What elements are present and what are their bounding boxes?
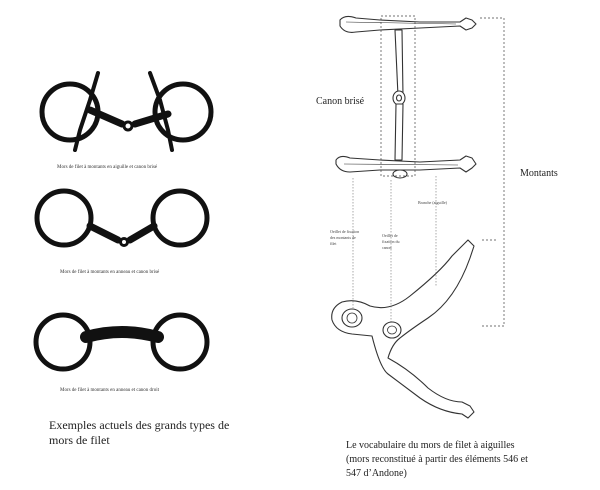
right-caption-line-1: Le vocabulaire du mors de filet à aiguil… (346, 440, 515, 451)
dashed-guides (380, 15, 505, 327)
label-branche: Branche (aiguille) (418, 200, 447, 205)
bit-3-drawing (33, 312, 210, 372)
label-oeillet-canon-3: canon (382, 245, 392, 250)
bit-3-caption: Mors de filet à montants en anneau et ca… (60, 388, 159, 393)
bit-2-drawing (34, 188, 210, 248)
bit-2-caption: Mors de filet à montants en anneau et ca… (60, 270, 160, 275)
bit-1-caption: Mors de filet à montants en aiguille et … (57, 165, 158, 170)
label-oeillet-montants-2: des montants de (330, 235, 356, 240)
right-caption-line-3: 547 d’Andone) (346, 468, 407, 479)
label-oeillet-canon-2: fixation du (382, 239, 400, 244)
andone-bit-drawing (331, 15, 477, 419)
label-oeillet-canon-1: Oeillet de (382, 233, 398, 238)
left-title-line-2: mors de filet (49, 433, 110, 447)
leader-lines (352, 176, 437, 322)
right-caption-line-2: (mors reconstitué à partir des éléments … (346, 454, 528, 465)
bit-1-drawing (39, 71, 214, 152)
label-montants: Montants (520, 168, 558, 179)
label-oeillet-montants-1: Oeillet de fixation (330, 229, 360, 234)
left-title-line-1: Exemples actuels des grands types de (49, 418, 230, 432)
label-canon: Canon brisé (316, 96, 365, 107)
label-oeillet-montants-3: filet (330, 241, 337, 246)
